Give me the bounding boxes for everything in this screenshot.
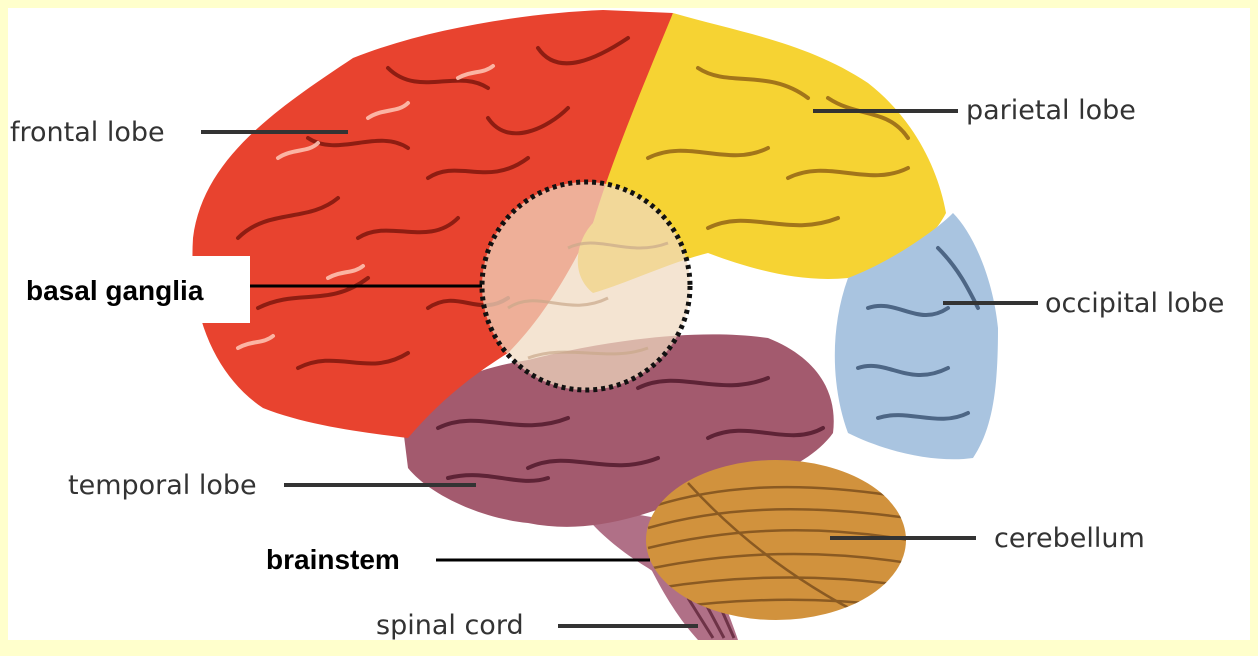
spinal-cord-label: spinal cord xyxy=(376,612,524,639)
basal-ganglia-label: basal ganglia xyxy=(26,277,203,305)
brain-diagram: frontal lobe parietal lobe occipital lob… xyxy=(8,8,1250,640)
brainstem-label: brainstem xyxy=(266,546,400,574)
cerebellum-label: cerebellum xyxy=(994,525,1145,552)
frontal-lobe-label: frontal lobe xyxy=(10,119,165,146)
temporal-lobe-label: temporal lobe xyxy=(68,472,257,499)
parietal-lobe-label: parietal lobe xyxy=(966,97,1136,124)
occipital-lobe-label: occipital lobe xyxy=(1045,290,1224,317)
basal-ganglia-label-box: basal ganglia xyxy=(10,256,250,323)
